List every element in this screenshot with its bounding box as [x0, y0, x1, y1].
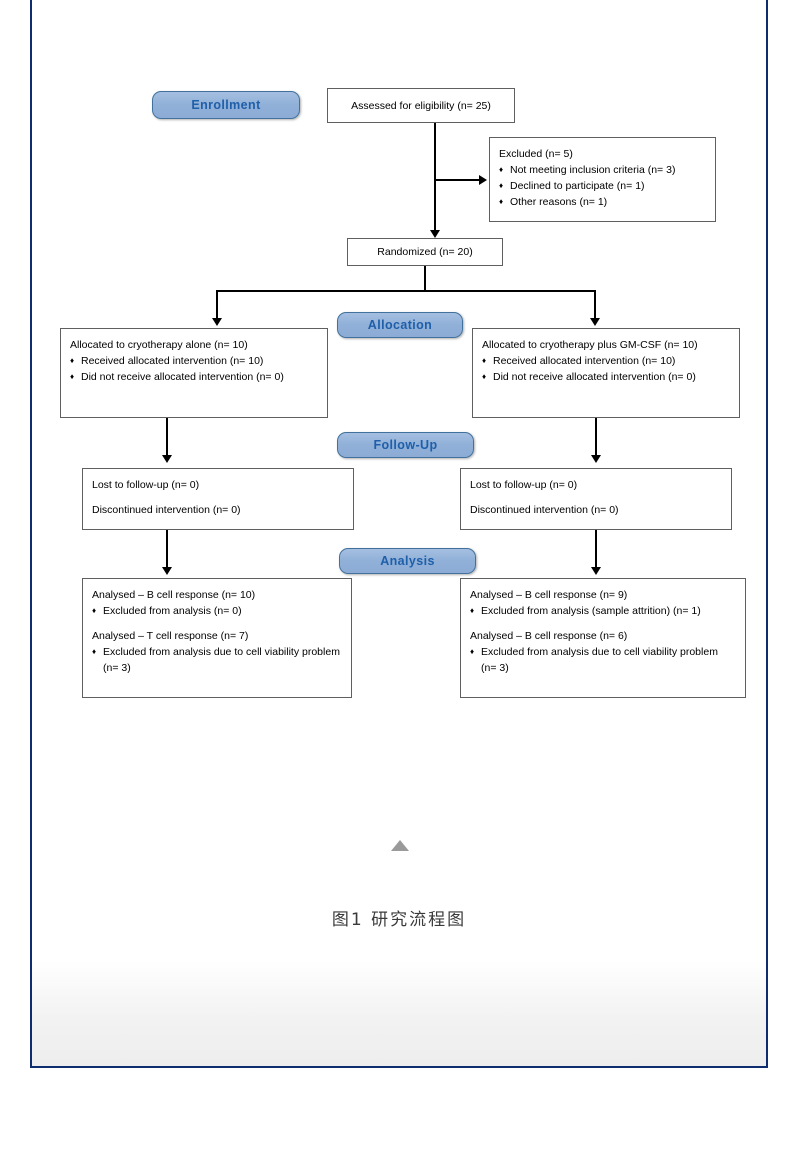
analysis-left-group1-title: Analysed – B cell response (n= 10)	[92, 589, 256, 601]
arrowhead-split-left	[212, 318, 222, 326]
connector-assessed-to-excluded	[434, 179, 482, 181]
excluded-item-2: Declined to participate (n= 1)	[499, 178, 706, 194]
figure-caption: 图1 研究流程图	[331, 910, 467, 930]
allocation-right-item-2: Did not receive allocated intervention (…	[482, 369, 730, 385]
connector-randomized-down	[424, 266, 426, 291]
assessed-title: Assessed for eligibility (n= 25)	[351, 99, 491, 112]
followup-right-line-1: Lost to follow-up (n= 0)	[470, 479, 578, 491]
arrowhead-split-right	[590, 318, 600, 326]
stage-label-allocation: Allocation	[367, 318, 433, 332]
analysis-left-group2-item: Excluded from analysis due to cell viabi…	[92, 644, 342, 676]
analysis-left-spacer	[92, 619, 342, 628]
node-allocation-left: Allocated to cryotherapy alone (n= 10) R…	[60, 328, 328, 418]
connector-followup-left-to-analysis	[166, 530, 168, 572]
stage-pill-analysis: Analysis	[339, 548, 476, 574]
node-analysis-right: Analysed – B cell response (n= 9) Exclud…	[460, 578, 746, 698]
allocation-left-item-2: Did not receive allocated intervention (…	[70, 369, 318, 385]
arrowhead-assessed-to-randomized	[430, 230, 440, 238]
followup-left-line-1: Lost to follow-up (n= 0)	[92, 479, 200, 491]
stage-pill-enrollment: Enrollment	[152, 91, 300, 119]
connector-allocation-right-to-followup	[595, 418, 597, 460]
connector-split-left	[216, 290, 218, 322]
node-assessed-for-eligibility: Assessed for eligibility (n= 25)	[327, 88, 515, 123]
node-followup-left: Lost to follow-up (n= 0) Discontinued in…	[82, 468, 354, 530]
followup-left-line-2: Discontinued intervention (n= 0)	[92, 504, 241, 516]
analysis-right-spacer	[470, 619, 736, 628]
excluded-item-3: Other reasons (n= 1)	[499, 194, 706, 210]
analysis-right-group1-item: Excluded from analysis (sample attrition…	[470, 603, 736, 619]
followup-right-spacer	[470, 493, 722, 502]
analysis-right-group2-title: Analysed – B cell response (n= 6)	[470, 630, 628, 642]
arrowhead-allocation-left-to-followup	[162, 455, 172, 463]
stage-pill-followup: Follow-Up	[337, 432, 474, 458]
node-allocation-right: Allocated to cryotherapy plus GM-CSF (n=…	[472, 328, 740, 418]
node-followup-right: Lost to follow-up (n= 0) Discontinued in…	[460, 468, 732, 530]
analysis-left-group2-title: Analysed – T cell response (n= 7)	[92, 630, 249, 642]
followup-left-spacer	[92, 493, 344, 502]
stage-pill-allocation: Allocation	[337, 312, 463, 338]
node-analysis-left: Analysed – B cell response (n= 10) Exclu…	[82, 578, 352, 698]
connector-randomized-split	[216, 290, 596, 292]
analysis-right-group2-item: Excluded from analysis due to cell viabi…	[470, 644, 736, 676]
node-randomized: Randomized (n= 20)	[347, 238, 503, 266]
allocation-right-title: Allocated to cryotherapy plus GM-CSF (n=…	[482, 339, 698, 351]
stage-label-followup: Follow-Up	[373, 438, 438, 452]
allocation-right-item-1: Received allocated intervention (n= 10)	[482, 353, 730, 369]
arrowhead-followup-right-to-analysis	[591, 567, 601, 575]
arrowhead-followup-left-to-analysis	[162, 567, 172, 575]
node-excluded: Excluded (n= 5) Not meeting inclusion cr…	[489, 137, 716, 222]
connector-allocation-left-to-followup	[166, 418, 168, 460]
arrowhead-assessed-to-excluded	[479, 175, 487, 185]
allocation-left-title: Allocated to cryotherapy alone (n= 10)	[70, 339, 248, 351]
stage-label-enrollment: Enrollment	[191, 98, 261, 112]
page-bottom-gradient	[32, 961, 766, 1066]
analysis-right-group1-title: Analysed – B cell response (n= 9)	[470, 589, 628, 601]
allocation-left-item-1: Received allocated intervention (n= 10)	[70, 353, 318, 369]
excluded-title: Excluded (n= 5)	[499, 148, 573, 160]
randomized-title: Randomized (n= 20)	[377, 246, 473, 258]
stage-label-analysis: Analysis	[380, 554, 435, 568]
connector-split-right	[594, 290, 596, 322]
arrowhead-allocation-right-to-followup	[591, 455, 601, 463]
excluded-item-1: Not meeting inclusion criteria (n= 3)	[499, 162, 706, 178]
analysis-left-group1-item: Excluded from analysis (n= 0)	[92, 603, 342, 619]
followup-right-line-2: Discontinued intervention (n= 0)	[470, 504, 619, 516]
connector-followup-right-to-analysis	[595, 530, 597, 572]
triangle-up-icon[interactable]	[391, 840, 409, 851]
